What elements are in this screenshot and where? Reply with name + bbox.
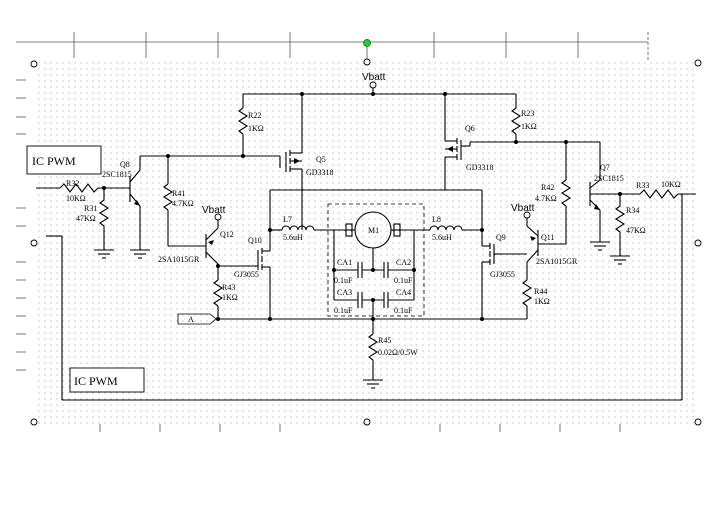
handle-middle-right[interactable]: [694, 239, 702, 247]
rotate-handle[interactable]: [363, 39, 371, 47]
r44-name: R44: [534, 287, 547, 296]
q5-name: Q5: [316, 155, 326, 164]
q5-part: GD3318: [306, 168, 334, 177]
r32-name: R32: [66, 179, 79, 188]
r42-name: R42: [541, 183, 554, 192]
motor-label: M1: [368, 226, 379, 235]
vbatt-left-label: Vbatt: [202, 205, 226, 216]
ca3-value: 0.1uF: [334, 306, 353, 315]
left-ruler: [16, 79, 26, 371]
r45-value: 0.02Ω/0.5W: [378, 348, 418, 357]
q9-name: Q9: [496, 233, 506, 242]
q6-part: GD3318: [466, 163, 494, 172]
ic-pwm-left-label: IC PWM: [32, 154, 76, 168]
r41-name: R41: [172, 189, 185, 198]
r32-value: 10KΩ: [66, 194, 86, 203]
q11-name: Q11: [541, 233, 554, 242]
q7-name: Q7: [600, 163, 610, 172]
q8-part: 2SC1815: [102, 170, 132, 179]
r45-name: R45: [378, 336, 391, 345]
r42-value: 4.7KΩ: [535, 194, 557, 203]
handle-top-left[interactable]: [30, 60, 38, 68]
ic-pwm-bottom-label: IC PWM: [74, 374, 118, 388]
ca1-value: 0.1uF: [334, 276, 353, 285]
r33-name: R33: [636, 181, 649, 190]
l7-value: 5.6uH: [283, 233, 303, 242]
ic-pwm-left-box[interactable]: [26, 145, 102, 175]
l8-name: L8: [432, 215, 441, 224]
q12-part: 2SA1015GR: [158, 255, 200, 264]
ca3-name: CA3: [337, 288, 352, 297]
selection-handles[interactable]: [30, 39, 702, 426]
input-a-label: A: [188, 315, 194, 324]
q12-name: Q12: [220, 230, 234, 239]
l8-value: 5.6uH: [432, 233, 452, 242]
top-ruler: [16, 32, 649, 62]
vbatt-top-label: Vbatt: [362, 72, 386, 83]
r43-name: R43: [222, 283, 235, 292]
r41-value: 4.7KΩ: [172, 199, 194, 208]
r22-value: 1KΩ: [248, 124, 264, 133]
vbatt-right-label: Vbatt: [511, 203, 535, 214]
r34-value: 47KΩ: [626, 226, 646, 235]
q10-part: GJ3055: [234, 270, 259, 279]
q10-name: Q10: [248, 236, 262, 245]
r23-value: 1KΩ: [521, 122, 537, 131]
ic-pwm-bottom-box[interactable]: [69, 367, 145, 393]
q6-name: Q6: [465, 124, 475, 133]
r23-name: R23: [521, 109, 534, 118]
handle-middle-left[interactable]: [30, 239, 38, 247]
ca2-value: 0.1uF: [394, 276, 413, 285]
r44-value: 1KΩ: [534, 297, 550, 306]
q9-part: GJ3055: [490, 270, 515, 279]
r33-value: 10KΩ: [661, 180, 681, 189]
dot-grid: [36, 60, 696, 424]
q7-part: 2SC1815: [594, 174, 624, 183]
handle-bottom-right[interactable]: [694, 418, 702, 426]
bottom-ruler: [99, 424, 621, 432]
ca4-value: 0.1uF: [394, 306, 413, 315]
handle-top-middle[interactable]: [363, 58, 371, 66]
r34-name: R34: [626, 206, 639, 215]
q8-name: Q8: [120, 160, 130, 169]
r31-name: R31: [84, 204, 97, 213]
r43-value: 1KΩ: [222, 293, 238, 302]
r31-value: 47KΩ: [76, 214, 96, 223]
ca4-name: CA4: [396, 288, 411, 297]
q11-part: 2SA1015GR: [536, 257, 578, 266]
handle-top-right[interactable]: [694, 59, 702, 67]
ca1-name: CA1: [337, 258, 352, 267]
handle-bottom-left[interactable]: [30, 418, 38, 426]
l7-name: L7: [283, 215, 292, 224]
ca2-name: CA2: [396, 258, 411, 267]
r22-name: R22: [248, 111, 261, 120]
handle-bottom-middle[interactable]: [363, 418, 371, 426]
